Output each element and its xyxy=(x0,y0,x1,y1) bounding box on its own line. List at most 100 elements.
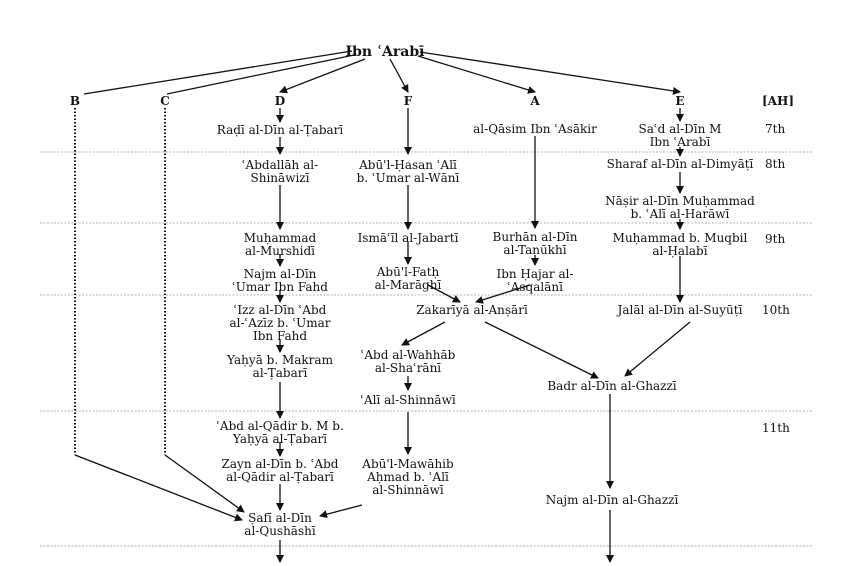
node-burhan-line-2: al-Tanūkhī xyxy=(503,243,567,257)
edge-b-safi xyxy=(74,454,243,522)
root-fan xyxy=(83,50,681,95)
node-muhammad-muqbil-line-2: al-Ḥalabī xyxy=(652,244,708,258)
branch-f-label: F xyxy=(403,94,413,108)
node-sad-line-1: Saʿd al-Dīn M xyxy=(638,122,722,136)
node-abdallah-line-1: ʿAbdallāh al- xyxy=(241,158,319,172)
node-badr-line-1: Badr al-Dīn al-Ghazzī xyxy=(547,379,677,393)
node-ibn-hajar-line-2: ʿAsqalānī xyxy=(507,280,563,294)
edge-c-safi xyxy=(164,454,245,513)
branch-b-label: B xyxy=(69,94,81,108)
node-zakariya: Zakarīyā al-Anṣārī xyxy=(416,304,528,317)
node-abdallah: ʿAbdallāh al-Shināwizī xyxy=(242,159,318,185)
root-to-a xyxy=(417,55,536,94)
node-abul-fath-line-2: al-Marāghī xyxy=(374,278,442,292)
node-muhammad-murshidi-line-2: al-Murshidī xyxy=(244,244,316,258)
node-najm-ghazzi-line-1: Najm al-Dīn al-Ghazzī xyxy=(545,493,679,507)
branch-c-label: C xyxy=(160,94,170,108)
node-badr: Badr al-Dīn al-Ghazzī xyxy=(547,380,676,393)
chain-edges xyxy=(74,108,691,563)
edge-ibnhajar-zakariya xyxy=(475,284,531,304)
century-separators xyxy=(40,151,812,547)
dotted-branches xyxy=(74,108,166,455)
root-to-e xyxy=(419,51,681,95)
branch-a-label: A xyxy=(530,94,540,108)
century-10th: 10th xyxy=(762,303,790,317)
edge-zakariya-badr xyxy=(484,321,599,379)
node-izz-line-1: ʿIzz al-Dīn ʿAbd xyxy=(233,303,327,317)
node-mawahib-line-3: al-Shinnāwī xyxy=(372,483,444,497)
node-ibn-hajar-line-1: Ibn Ḥajar al- xyxy=(496,267,574,281)
node-ibn-hajar: Ibn Ḥajar al-ʿAsqalānī xyxy=(496,268,573,294)
node-yahya-line-1: Yaḥyā b. Makram xyxy=(227,353,333,367)
century-7th: 7th xyxy=(765,122,786,136)
root-to-b xyxy=(83,50,353,95)
node-safi-line-1: Ṣafī al-Dīn xyxy=(248,511,312,525)
edge-mawahib-safi xyxy=(319,504,363,519)
node-izz-line-3: Ibn Fahd xyxy=(252,329,308,343)
node-sharaf: Sharaf al-Dīn al-Dimyāṭī xyxy=(607,158,754,171)
node-abul-hasan-line-2: b. ʿUmar al-Wānī xyxy=(356,171,460,185)
node-radi-line-1: Raḍī al-Dīn al-Ṭabarī xyxy=(216,123,344,137)
root-to-f xyxy=(389,58,409,93)
century-11th: 11th xyxy=(762,421,790,435)
node-najm-fahd-line-1: Najm al-Dīn xyxy=(243,267,317,281)
node-najm-ghazzi: Najm al-Dīn al-Ghazzī xyxy=(546,494,679,507)
node-radi: Raḍī al-Dīn al-Ṭabarī xyxy=(217,124,343,137)
edge-zakariya-wahhab xyxy=(401,321,446,346)
node-muhammad-muqbil-line-1: Muḥammad b. Muqbil xyxy=(612,231,748,245)
node-qasim: al-Qāsim Ibn ʿAsākir xyxy=(473,123,597,136)
node-jalal: Jalāl al-Dīn al-Suyūṭī xyxy=(618,304,743,317)
node-muhammad-murshidi-line-1: Muḥammad xyxy=(243,231,317,245)
node-ismail-line-1: Ismāʿīl al-Jabartī xyxy=(357,231,459,245)
node-sharaf-line-1: Sharaf al-Dīn al-Dimyāṭī xyxy=(606,157,754,171)
node-abdallah-line-2: Shināwizī xyxy=(250,171,310,185)
node-izz-line-2: al-ʿAzīz b. ʿUmar xyxy=(229,316,331,330)
node-ismail: Ismāʿīl al-Jabartī xyxy=(358,232,459,245)
node-jalal-line-1: Jalāl al-Dīn al-Suyūṭī xyxy=(617,303,743,317)
node-yahya-line-2: al-Ṭabarī xyxy=(252,366,308,380)
root-node: Ibn ʿArabī xyxy=(345,44,425,60)
branch-d-label: D xyxy=(274,94,286,108)
root-to-c xyxy=(166,54,355,95)
node-wahhab-line-1: ʿAbd al-Wahhāb xyxy=(360,348,456,362)
node-ali-shinnawi: ʿAlī al-Shinnāwī xyxy=(360,394,455,407)
node-abul-hasan-line-1: Abū'l-Ḥasan ʿAlī xyxy=(359,158,457,172)
century-8th: 8th xyxy=(765,157,786,171)
era-header: [AH] xyxy=(762,94,795,108)
node-abd-qadir-line-1: ʿAbd al-Qādir b. M b. xyxy=(216,419,344,433)
century-9th: 9th xyxy=(765,232,786,246)
node-nasir-line-2: b. ʿAlī al-Harāwī xyxy=(630,207,730,221)
node-mawahib-line-2: Aḥmad b. ʿAlī xyxy=(367,470,449,484)
node-burhan-line-1: Burhān al-Dīn xyxy=(492,230,578,244)
node-abd-qadir-line-2: Yaḥyā al-Ṭabarī xyxy=(232,432,328,446)
node-ali-shinnawi-line-1: ʿAlī al-Shinnāwī xyxy=(360,393,456,407)
node-abd-qadir: ʿAbd al-Qādir b. M b.Yaḥyā al-Ṭabarī xyxy=(216,420,344,446)
node-safi-line-2: al-Qushāshī xyxy=(244,524,316,538)
edge-abulfath-zakariya xyxy=(427,284,461,303)
node-najm-fahd-line-2: ʿUmar Ibn Fahd xyxy=(232,280,328,294)
branch-e-label: E xyxy=(675,94,685,108)
node-zakariya-line-1: Zakarīyā al-Anṣārī xyxy=(416,303,528,317)
node-zayn-line-2: al-Qādir al-Ṭabarī xyxy=(226,470,334,484)
node-wahhab-line-2: al-Shaʿrānī xyxy=(374,361,442,375)
node-qasim-line-1: al-Qāsim Ibn ʿAsākir xyxy=(473,122,597,136)
edge-jalal-badr xyxy=(624,321,691,377)
node-mawahib-line-1: Abū'l-Mawāhib xyxy=(362,457,454,471)
root-to-d xyxy=(279,58,366,94)
